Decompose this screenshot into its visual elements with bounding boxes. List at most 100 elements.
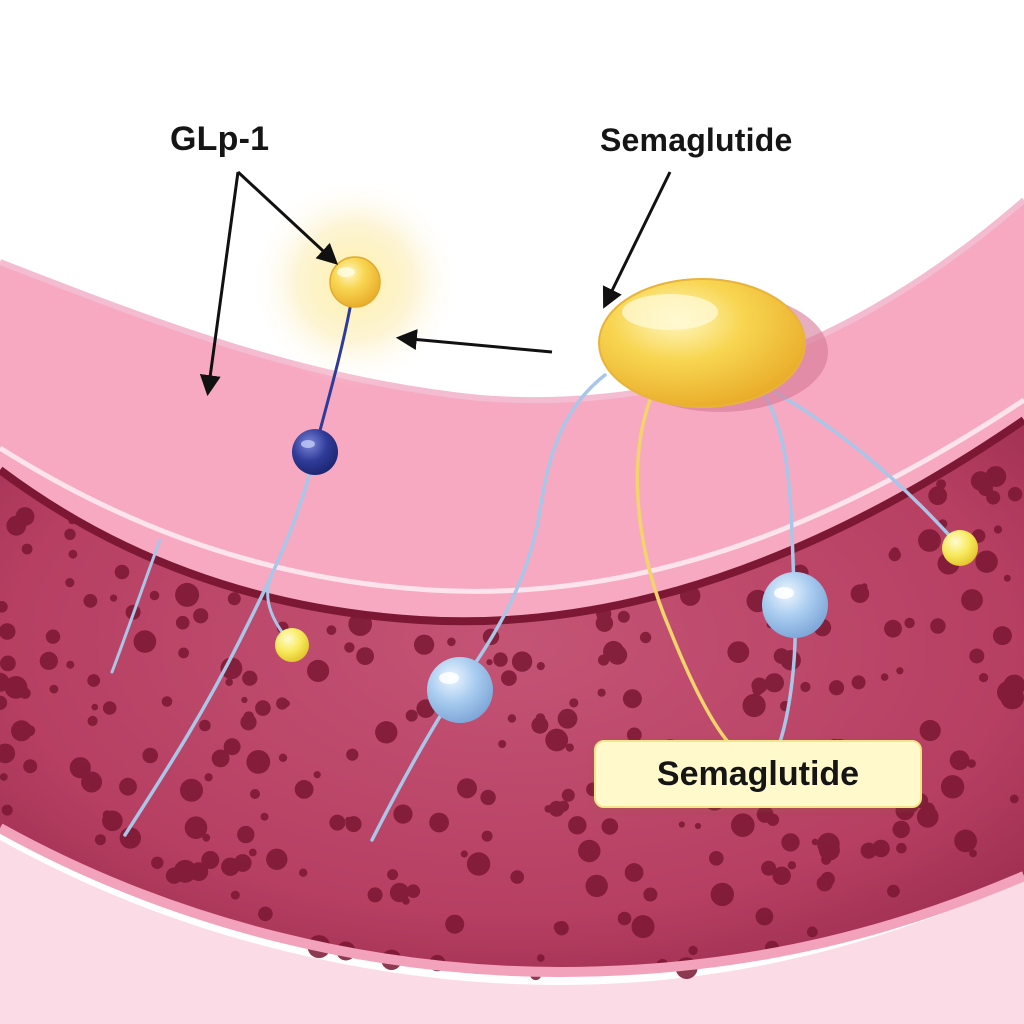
tissue-dot [102, 701, 117, 715]
tissue-dot [731, 813, 755, 837]
tissue-dot [64, 528, 76, 540]
tissue-dot [949, 750, 970, 771]
arrow-icon [199, 171, 240, 397]
tissue-dot [94, 834, 106, 846]
tissue-dot [414, 634, 435, 655]
strands [110, 306, 960, 842]
tissue-dot [742, 693, 766, 718]
tissue-dot [884, 619, 902, 638]
tissue-dot [204, 773, 213, 782]
tissue-dot [0, 601, 8, 613]
tissue-rim-lower [0, 823, 1024, 978]
tissue-dot [460, 850, 468, 858]
tissue-dot [45, 629, 61, 644]
tissue-dot [781, 833, 800, 852]
tissue-dot [0, 695, 8, 710]
tissue-dot [507, 714, 517, 723]
tissue-dot [6, 515, 27, 536]
tissue-dots [0, 466, 1024, 981]
tissue-dot [227, 592, 241, 606]
tissue-dot [102, 810, 123, 832]
tissue-dot [329, 814, 346, 831]
tissue-dot [230, 890, 240, 900]
tissue-dot [904, 617, 915, 629]
tissue-dot [193, 608, 209, 624]
tissue-dot [175, 615, 190, 630]
membrane-inner-line [0, 397, 1024, 594]
tissue-dot [486, 659, 493, 666]
tissue-dot [429, 812, 449, 833]
tissue-dot [617, 911, 632, 926]
tissue-dot [916, 806, 939, 828]
tissue-dot [175, 582, 200, 607]
tissue-dot [930, 618, 946, 634]
tissue-dot [21, 543, 33, 555]
tissue-dot [967, 759, 976, 768]
tissue-dot [1, 804, 13, 816]
tissue-dot [569, 698, 579, 708]
tissue-dot [727, 641, 750, 663]
tissue-dot [173, 859, 197, 883]
tissue-region [0, 420, 1024, 975]
tissue-dot [678, 821, 685, 828]
tissue-dot [817, 832, 840, 856]
tissue-dot [161, 696, 173, 707]
tissue-dot [578, 839, 601, 863]
tissue-dot [639, 631, 652, 644]
tissue-dot [766, 813, 780, 826]
tissue-dot [755, 907, 774, 926]
receptor-node-icon [427, 657, 493, 723]
arrow-icon [395, 329, 553, 354]
sema-strand-yellow [635, 398, 730, 744]
tissue-dot [979, 673, 989, 683]
tissue-dot [39, 651, 58, 671]
tissue-dot [597, 688, 606, 697]
tissue-dot [940, 775, 965, 799]
tissue-dot [1003, 574, 1011, 582]
tissue-dot [481, 830, 493, 842]
tissue-dot [260, 812, 269, 821]
tissue-dot [568, 816, 587, 835]
receptor-node-icon [275, 628, 309, 662]
tissue-dot [266, 848, 288, 870]
tissue-dot [806, 926, 818, 938]
receptor-node-icon [942, 530, 978, 566]
tissue-dot [299, 868, 308, 877]
tissue-dot [184, 816, 208, 839]
tissue-dot [761, 860, 777, 876]
tissue-dot [81, 771, 103, 793]
tissue-dot [548, 800, 565, 817]
tissue-dot [800, 681, 811, 693]
tissue-dot [975, 550, 998, 573]
tissue-dot [393, 804, 413, 824]
tissue-dot [237, 825, 255, 844]
tissue-dot [811, 838, 819, 846]
tissue-dot [993, 525, 1003, 534]
tissue-dot [23, 759, 38, 774]
tissue-dot [24, 725, 36, 737]
tissue-dot [493, 652, 508, 667]
receptor-strand-stub [110, 538, 162, 674]
sema-strand-right [773, 390, 960, 547]
tissue-dot [91, 703, 99, 711]
tissue-dot [631, 915, 655, 939]
tissue-dot [246, 750, 271, 774]
tissue-dot [919, 719, 941, 742]
tissue-dot [511, 651, 533, 672]
receptor-node-icon [762, 572, 828, 638]
tissue-dot [480, 789, 496, 806]
tissue-dot [114, 564, 130, 580]
tissue-dot [178, 647, 190, 659]
tissue-dot [188, 788, 200, 799]
tissue-dot [537, 954, 545, 962]
tissue-dot [367, 887, 383, 903]
tissue-dot [375, 721, 398, 744]
tissue-dot [561, 788, 575, 802]
tissue-dot [601, 818, 619, 835]
tissue-dot [220, 657, 243, 680]
tissue-dot [276, 697, 289, 710]
tissue-dot [406, 884, 421, 898]
tissue-dot [821, 854, 832, 865]
tissue-dot [764, 673, 785, 693]
